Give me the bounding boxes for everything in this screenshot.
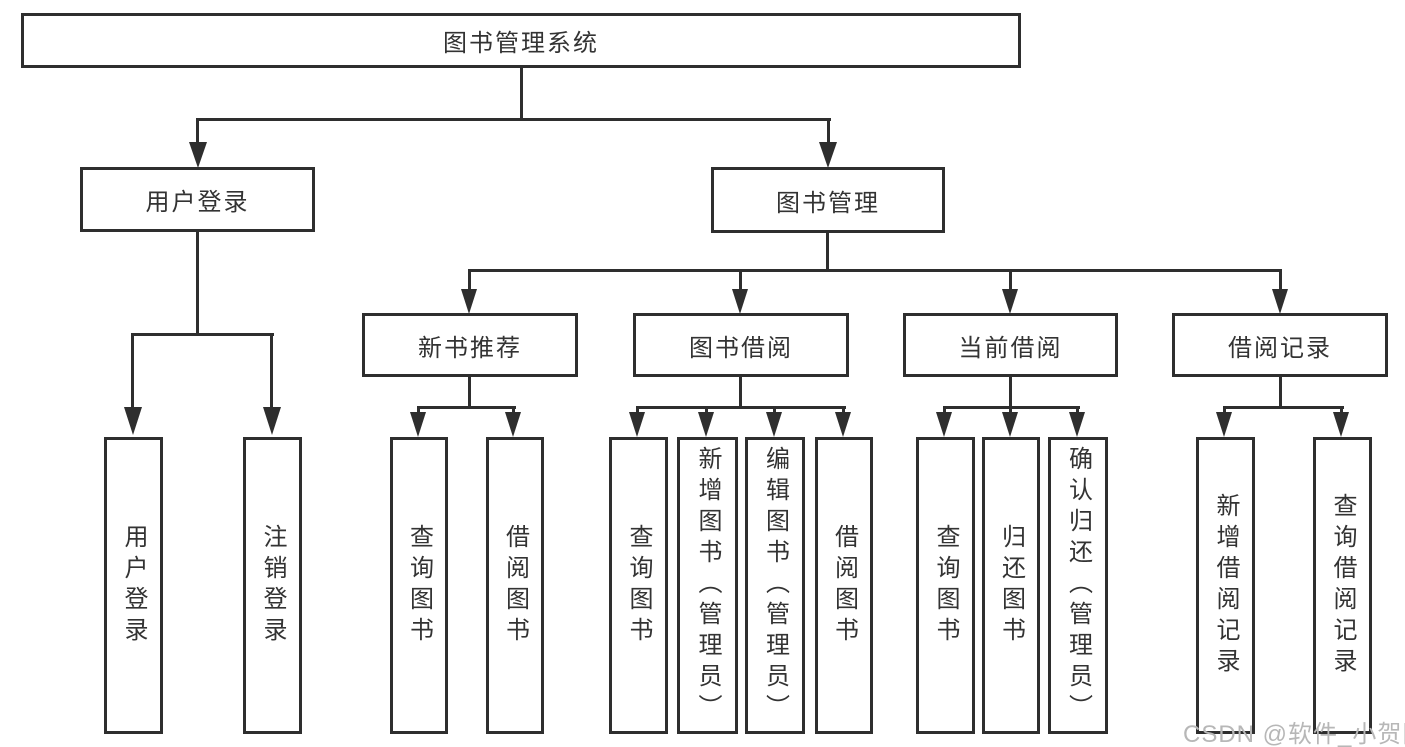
arrow-down-icon (629, 412, 645, 437)
node-current-borrowing-label: 当前借阅 (958, 334, 1063, 362)
connector-line (520, 67, 523, 120)
csdn-watermark: CSDN @软件_小贺同学 (1183, 721, 1405, 747)
connector-line (1009, 406, 1012, 416)
arrow-down-icon (766, 412, 782, 437)
connector-line (636, 406, 846, 409)
arrow-down-icon (1216, 412, 1232, 437)
connector-line (827, 118, 830, 146)
arrow-down-icon (461, 289, 477, 314)
node-book-management-label: 图书管理 (776, 189, 880, 217)
connector-line (469, 269, 1282, 272)
leaf-confirm-return-admin: 确认归还（管理员） (1048, 437, 1108, 734)
leaf-add-book-admin: 新增图书（管理员） (677, 437, 738, 734)
leaf-borrow-books-borrowing-label: 借阅图书 (830, 523, 858, 648)
leaf-borrow-books-recommend-label: 借阅图书 (501, 523, 529, 648)
connector-line (705, 406, 708, 416)
node-current-borrowing: 当前借阅 (903, 313, 1118, 377)
connector-line (739, 269, 742, 293)
connector-line (1076, 406, 1079, 416)
node-book-management: 图书管理 (711, 167, 945, 233)
connector-line (1279, 269, 1282, 293)
connector-line (512, 406, 515, 416)
connector-line (1279, 377, 1282, 408)
connector-line (1009, 377, 1012, 408)
connector-line (739, 377, 742, 408)
arrow-down-icon (1002, 412, 1018, 437)
arrow-down-icon (189, 142, 207, 168)
node-root-label: 图书管理系统 (443, 30, 599, 57)
node-borrowing-records-label: 借阅记录 (1228, 334, 1332, 362)
connector-line (1223, 406, 1226, 416)
connector-line (1223, 406, 1344, 409)
leaf-query-borrow-record-label: 查询借阅记录 (1329, 492, 1356, 679)
node-book-borrowing: 图书借阅 (633, 313, 849, 377)
connector-line (1340, 406, 1343, 416)
connector-line (197, 118, 831, 121)
connector-line (131, 333, 134, 408)
leaf-query-borrow-record: 查询借阅记录 (1313, 437, 1372, 734)
connector-line (943, 406, 946, 416)
connector-line (196, 231, 199, 336)
node-borrowing-records: 借阅记录 (1172, 313, 1388, 377)
leaf-return-book-label: 归还图书 (997, 523, 1025, 648)
leaf-logout-login-label: 注销登录 (259, 523, 286, 648)
arrow-down-icon (124, 407, 142, 435)
connector-line (417, 406, 420, 416)
arrow-down-icon (1333, 412, 1349, 437)
connector-line (468, 269, 471, 293)
node-user-login-label: 用户登录 (145, 189, 250, 216)
leaf-query-books-recommend-label: 查询图书 (405, 523, 433, 648)
arrow-down-icon (263, 407, 281, 435)
arrow-down-icon (835, 412, 851, 437)
arrow-down-icon (732, 289, 748, 314)
arrow-down-icon (1002, 289, 1018, 314)
leaf-add-borrow-record-label: 新增借阅记录 (1212, 492, 1239, 679)
leaf-edit-book-admin-label: 编辑图书（管理员） (761, 446, 789, 725)
connector-line (826, 232, 829, 272)
arrow-down-icon (698, 412, 714, 437)
leaf-query-books-borrowing-label: 查询图书 (625, 523, 652, 648)
arrow-down-icon (1272, 289, 1288, 314)
leaf-edit-book-admin: 编辑图书（管理员） (745, 437, 805, 734)
leaf-borrow-books-borrowing: 借阅图书 (815, 437, 873, 734)
leaf-query-books-current: 查询图书 (916, 437, 975, 734)
leaf-return-book: 归还图书 (982, 437, 1040, 734)
leaf-query-books-borrowing: 查询图书 (609, 437, 668, 734)
connector-line (1009, 269, 1012, 293)
arrow-down-icon (410, 412, 426, 437)
leaf-logout-login: 注销登录 (243, 437, 302, 734)
leaf-user-login: 用户登录 (104, 437, 163, 734)
arrow-down-icon (936, 412, 952, 437)
arrow-down-icon (505, 412, 521, 437)
connector-line (131, 333, 274, 336)
leaf-add-book-admin-label: 新增图书（管理员） (694, 446, 721, 725)
leaf-user-login-label: 用户登录 (120, 523, 147, 648)
leaf-query-books-current-label: 查询图书 (932, 523, 959, 648)
leaf-borrow-books-recommend: 借阅图书 (486, 437, 544, 734)
arrow-down-icon (1069, 412, 1085, 437)
connector-line (270, 333, 273, 408)
arrow-down-icon (819, 142, 837, 168)
connector-line (773, 406, 776, 416)
connector-line (468, 377, 471, 408)
node-user-login: 用户登录 (80, 167, 315, 232)
node-new-book-recommend: 新书推荐 (362, 313, 578, 377)
leaf-add-borrow-record: 新增借阅记录 (1196, 437, 1255, 734)
connector-line (417, 406, 516, 409)
connector-line (842, 406, 845, 416)
connector-line (636, 406, 639, 416)
node-root: 图书管理系统 (21, 13, 1021, 68)
leaf-confirm-return-admin-label: 确认归还（管理员） (1064, 446, 1092, 725)
node-book-borrowing-label: 图书借阅 (689, 334, 793, 362)
connector-line (196, 118, 199, 146)
leaf-query-books-recommend: 查询图书 (390, 437, 448, 734)
node-new-book-recommend-label: 新书推荐 (418, 334, 522, 362)
